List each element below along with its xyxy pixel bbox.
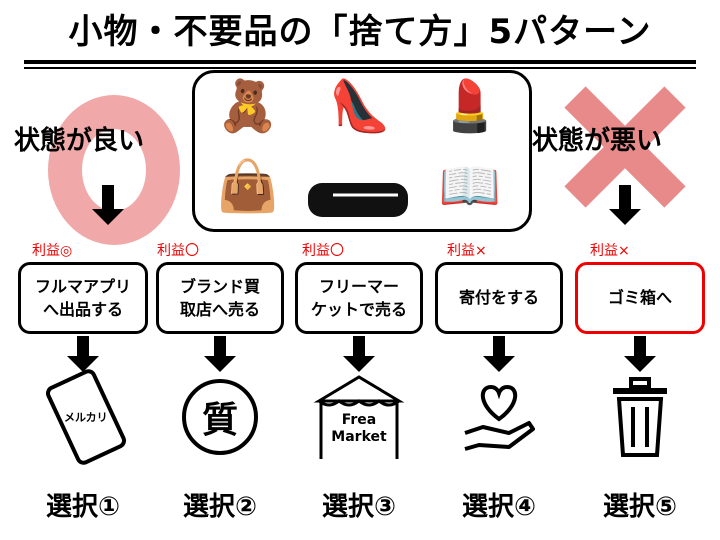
profit-label: 利益〇 xyxy=(157,243,199,259)
towel-icon xyxy=(308,183,408,217)
option-box-trash: ゴミ箱へ xyxy=(575,262,705,334)
profit-label: 利益× xyxy=(590,243,630,259)
pawn-shop-text: 質 xyxy=(182,379,258,455)
profit-label: 利益× xyxy=(447,243,487,259)
trash-can-icon xyxy=(590,372,690,462)
choice-label: 選択③ xyxy=(321,492,396,522)
profit-label: 利益◎ xyxy=(32,243,73,259)
heart-hand-icon xyxy=(449,372,549,462)
choice-label: 選択① xyxy=(45,492,120,522)
choice-label: 選択⑤ xyxy=(602,492,677,522)
profit-label: 利益〇 xyxy=(302,243,344,259)
mercari-text: メルカリ xyxy=(64,411,108,425)
option-box-flea-app: フルマアプリ へ出品する xyxy=(18,262,148,334)
market-tent-icon: Frea Market xyxy=(309,372,409,462)
market-text: Frea Market xyxy=(331,412,387,445)
items-box: 🧸 👠 💄 👜 📖 xyxy=(192,70,532,232)
page-title: 小物・不要品の「捨て方」5パターン xyxy=(68,12,652,52)
title-underline xyxy=(24,60,696,64)
cross-mark-icon xyxy=(564,86,686,208)
shoe-icon: 👠 xyxy=(328,77,392,135)
book-icon: 📖 xyxy=(438,157,502,215)
pawn-shop-icon: 質 xyxy=(170,372,270,462)
title-underline-thin xyxy=(24,67,696,69)
choice-label: 選択② xyxy=(182,492,257,522)
smartphone-icon: メルカリ xyxy=(36,366,136,468)
cosmetics-icon: 💄 xyxy=(438,77,502,135)
option-box-flea-market: フリーマー ケットで売る xyxy=(295,262,423,334)
handbag-icon: 👜 xyxy=(216,157,280,215)
teddy-bear-icon: 🧸 xyxy=(216,77,280,135)
option-box-donate: 寄付をする xyxy=(435,262,563,334)
condition-good-label: 状態が良い xyxy=(14,126,145,156)
choice-label: 選択④ xyxy=(461,492,536,522)
option-box-brand-shop: ブランド買 取店へ売る xyxy=(156,262,284,334)
condition-bad-label: 状態が悪い xyxy=(532,126,663,156)
